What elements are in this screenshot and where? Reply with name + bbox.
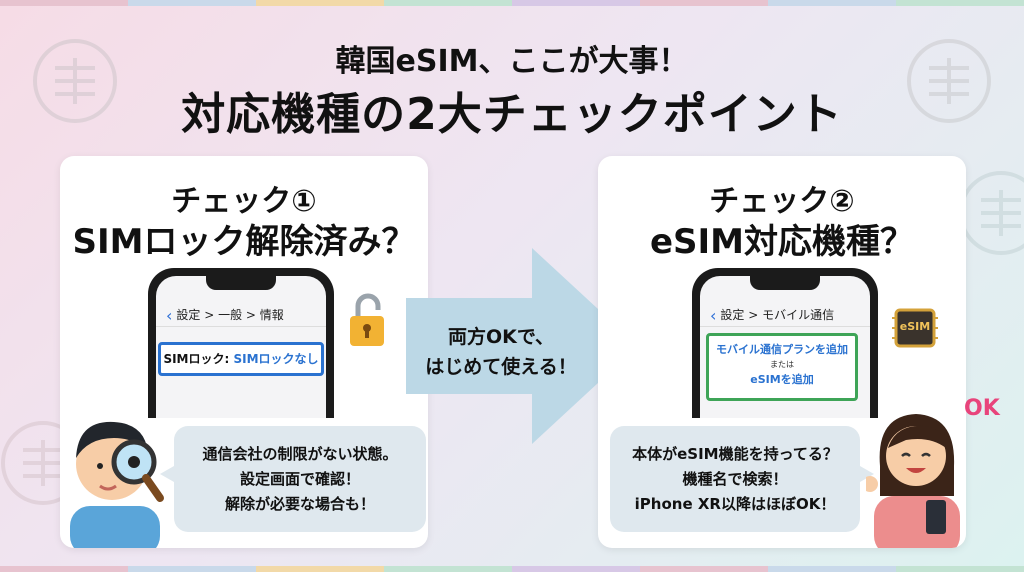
arrow-message: 両方OKで、 はじめて使える！ — [408, 322, 594, 382]
man-with-magnifier-illustration — [70, 421, 164, 548]
chip-label: eSIM — [899, 320, 931, 333]
check-card-esim-support: チェック② eSIM対応機種？ ‹設定 > モバイル通信 モバイル通信プランを追… — [598, 156, 966, 548]
sim-lock-label: SIMロック: — [163, 352, 234, 366]
right-arrow-icon — [406, 248, 638, 444]
esim-chip-icon: eSIM — [892, 306, 938, 350]
check-question: SIMロック解除済み？ — [72, 222, 416, 262]
ok-label: OK — [964, 396, 1000, 421]
explanation-bubble: 通信会社の制限がない状態。 設定画面で確認！ 解除が必要な場合も！ — [160, 426, 426, 532]
esim-add-options: モバイル通信プランを追加 または eSIMを追加 — [706, 333, 858, 401]
check-question: eSIM対応機種？ — [649, 222, 915, 262]
explanation-bubble: 本体がeSIM機能を持ってる？ 機種名で検索！ iPhone XR以降はほぼOK… — [610, 426, 874, 532]
unlocked-padlock-icon — [350, 293, 384, 346]
korean-emblem-icon — [959, 171, 1024, 255]
bubble-line: iPhone XR以降はほぼOK！ — [634, 495, 836, 513]
bubble-line: 設定画面で確認！ — [239, 470, 360, 488]
arrow-line: はじめて使える！ — [425, 356, 577, 378]
check-label: チェック① — [171, 184, 317, 219]
top-stripe — [0, 0, 1024, 6]
phone-illustration: ‹設定 > モバイル通信 モバイル通信プランを追加 または eSIMを追加 — [692, 268, 878, 418]
korean-emblem-icon — [907, 39, 991, 123]
settings-breadcrumb: ‹設定 > モバイル通信 — [710, 306, 834, 325]
phone-screen: ‹設定 > モバイル通信 モバイル通信プランを追加 または eSIMを追加 — [700, 276, 870, 418]
add-cellular-plan-option: モバイル通信プランを追加 — [716, 343, 848, 356]
bubble-line: 解除が必要な場合も！ — [224, 495, 375, 513]
bubble-line: 本体がeSIM機能を持ってる？ — [632, 445, 838, 463]
phone-notch — [750, 276, 820, 290]
settings-breadcrumb: ‹設定 > 一般 > 情報 — [166, 306, 284, 325]
back-chevron-icon: ‹ — [166, 306, 173, 325]
title-line-2: 対応機種の2大チェックポイント — [181, 89, 843, 140]
korean-emblem-icon — [33, 39, 117, 123]
breadcrumb-text: 設定 > モバイル通信 — [720, 308, 835, 322]
bubble-line: 機種名で検索！ — [682, 470, 788, 488]
title-line-1: 韓国eSIM、ここが大事！ — [335, 44, 689, 79]
back-chevron-icon: ‹ — [710, 306, 717, 325]
sim-lock-status: SIMロック: SIMロックなし — [158, 342, 324, 376]
divider — [156, 326, 326, 327]
arrow-line: 両方OKで、 — [447, 326, 555, 348]
sim-lock-value: SIMロックなし — [233, 352, 319, 366]
bottom-stripe — [0, 566, 1024, 572]
or-label: または — [770, 360, 794, 369]
woman-with-phone-illustration — [866, 414, 960, 548]
add-esim-option: eSIMを追加 — [750, 373, 814, 386]
phone-notch — [206, 276, 276, 290]
bubble-line: 通信会社の制限がない状態。 — [202, 445, 398, 463]
divider — [700, 326, 870, 327]
breadcrumb-text: 設定 > 一般 > 情報 — [176, 308, 284, 322]
check-label: チェック② — [709, 184, 855, 219]
check-card-sim-lock: チェック① SIMロック解除済み？ ‹設定 > 一般 > 情報 SIMロック: … — [60, 156, 428, 548]
